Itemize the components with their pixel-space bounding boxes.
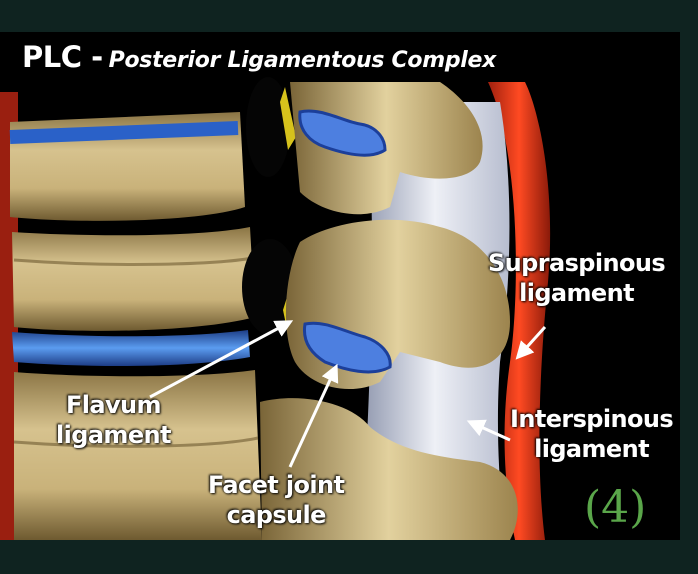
supraspinous-label-line-1: Supraspinous (488, 248, 665, 278)
flavum-ligament-label: Flavum ligament (56, 390, 171, 450)
slide-number: (4) (584, 484, 646, 532)
disc-upper (10, 128, 238, 137)
supraspinous-label-line-2: ligament (488, 278, 665, 308)
facet-joint-capsule-label: Facet joint capsule (208, 470, 344, 530)
vertebral-body-middle (12, 227, 255, 331)
interspinous-label-line-2: ligament (510, 434, 673, 464)
interspinous-label-line-1: Interspinous (510, 404, 673, 434)
supraspinous-ligament-label: Supraspinous ligament (488, 248, 665, 308)
flavum-label-line-1: Flavum (56, 390, 171, 420)
facet-label-line-1: Facet joint (208, 470, 344, 500)
flavum-label-line-2: ligament (56, 420, 171, 450)
interspinous-ligament-label: Interspinous ligament (510, 404, 673, 464)
disc-middle (12, 330, 250, 366)
facet-label-line-2: capsule (208, 500, 344, 530)
title-full-name: Posterior Ligamentous Complex (109, 48, 496, 73)
slide-title: PLC -Posterior Ligamentous Complex (22, 40, 496, 74)
title-abbreviation: PLC - (22, 40, 103, 74)
